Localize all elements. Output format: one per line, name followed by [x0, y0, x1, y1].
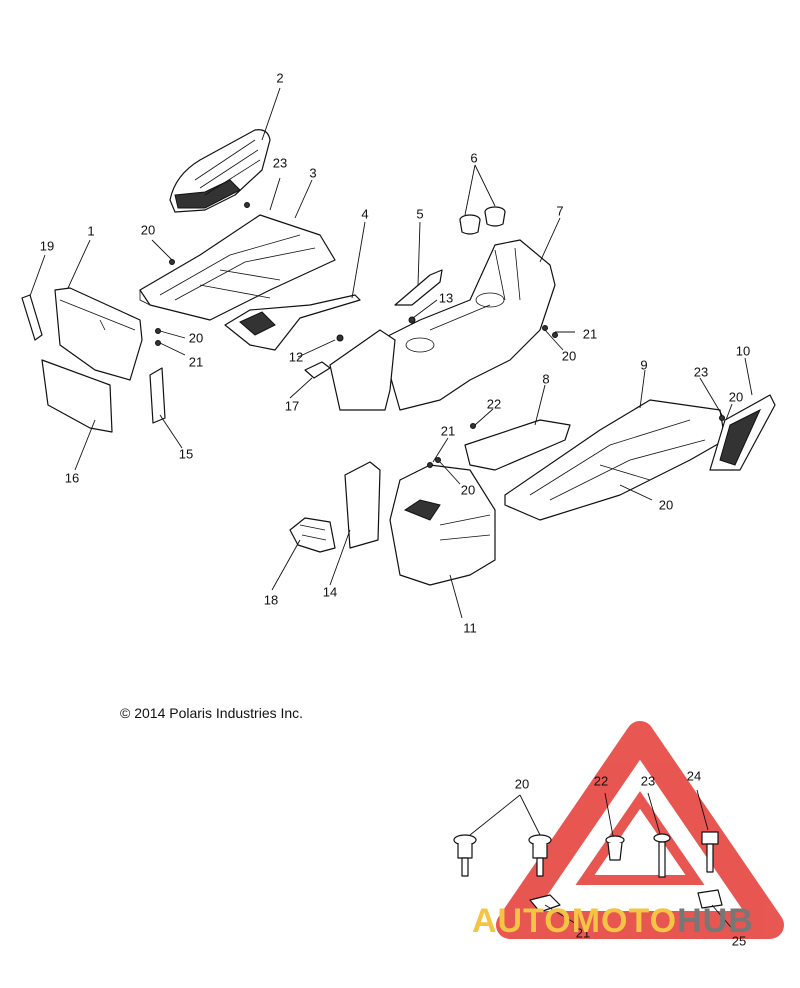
callout-16: 16 [64, 470, 80, 486]
callout-7: 7 [556, 203, 564, 219]
callout-11: 11 [463, 620, 477, 636]
callout-25: 25 [731, 933, 747, 949]
fastener-22 [605, 835, 625, 861]
part-10-side-panel [709, 394, 776, 471]
callout-17: 17 [284, 398, 300, 414]
callout-6: 6 [470, 150, 478, 166]
callout-20: 20 [140, 222, 156, 238]
part-14-panel [344, 461, 381, 549]
part-7-console [329, 239, 556, 411]
callout-8: 8 [542, 371, 550, 387]
part-16-lower-panel [41, 359, 113, 433]
callout-19: 19 [39, 238, 55, 254]
callout-22: 22 [486, 396, 502, 412]
callout-23: 23 [640, 773, 656, 789]
watermark-part-3: HUB [677, 902, 754, 940]
clip-25 [697, 889, 723, 909]
callout-14: 14 [322, 584, 338, 600]
callout-20: 20 [561, 348, 577, 364]
callout-24: 24 [686, 768, 702, 784]
part-5-bracket [394, 269, 443, 306]
callout-3: 3 [309, 165, 317, 181]
callout-22: 22 [593, 773, 609, 789]
part-19-strip [21, 294, 43, 341]
callout-20: 20 [460, 482, 476, 498]
part-2-cover [169, 129, 271, 213]
callout-21: 21 [188, 354, 204, 370]
callout-9: 9 [640, 357, 648, 373]
part-11-lower-console [389, 464, 496, 586]
callout-21: 21 [440, 423, 456, 439]
part-18-bracket [289, 517, 336, 553]
callout-21: 21 [575, 925, 591, 941]
callout-15: 15 [178, 446, 194, 462]
copyright-text: © 2014 Polaris Industries Inc. [120, 705, 304, 721]
callout-21: 21 [582, 326, 598, 342]
fastener-20-b [528, 834, 552, 877]
callout-20: 20 [658, 497, 674, 513]
part-15-small-panel [149, 367, 166, 424]
part-17-pad [304, 361, 331, 379]
callout-13: 13 [438, 290, 454, 306]
callout-2: 2 [276, 70, 284, 86]
watermark-text: AUTOMOTOHUB [472, 902, 754, 941]
watermark-part-1: AUTO [472, 902, 572, 940]
part-8-tray [464, 419, 571, 471]
fasteners-small [155, 202, 725, 468]
part-9-floor-pan-right [504, 399, 726, 521]
callout-20: 20 [514, 776, 530, 792]
fastener-23 [653, 833, 671, 878]
callout-4: 4 [361, 206, 369, 222]
callout-20: 20 [188, 330, 204, 346]
callout-12: 12 [288, 349, 304, 365]
part-4-panel [224, 294, 361, 351]
clip-21 [529, 894, 561, 913]
callout-23: 23 [693, 364, 709, 380]
leader-lines [29, 87, 753, 933]
fastener-20-a [453, 834, 477, 877]
callout-5: 5 [416, 206, 424, 222]
watermark-part-2: MOTO [571, 902, 678, 940]
part-3-floor-pan [139, 214, 336, 321]
part-6-cup-holders [459, 206, 506, 235]
callout-23: 23 [272, 155, 288, 171]
callout-10: 10 [735, 343, 751, 359]
callout-18: 18 [263, 592, 279, 608]
callout-20: 20 [728, 389, 744, 405]
fastener-24 [701, 831, 719, 873]
part-1-side-panel [54, 287, 143, 381]
callout-1: 1 [87, 223, 95, 239]
